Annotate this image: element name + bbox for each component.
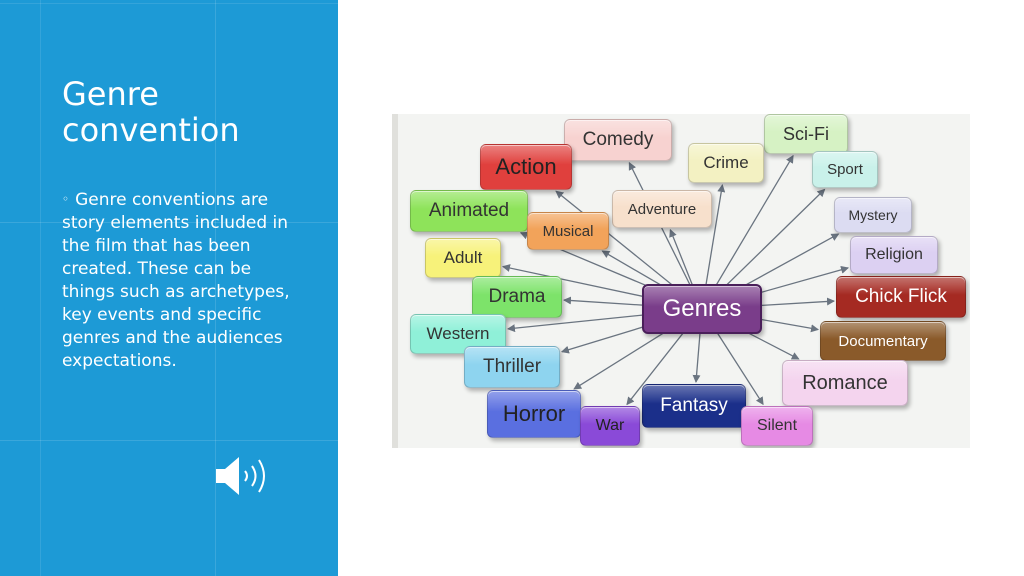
genre-node-chick-flick: Chick Flick [836, 276, 966, 318]
genre-label: Adult [443, 248, 483, 267]
bullet-marker: ◦ [62, 192, 70, 206]
genre-label: Drama [488, 286, 546, 307]
genre-node-fantasy: Fantasy [642, 384, 746, 428]
left-panel: Genre convention ◦Genre conventions are … [0, 0, 338, 576]
genre-label: Animated [428, 200, 510, 221]
genre-node-comedy: Comedy [564, 119, 672, 161]
genre-label: Romance [802, 371, 888, 394]
speaker-audio-icon[interactable] [212, 452, 274, 500]
genre-node-horror: Horror [487, 390, 581, 438]
genre-node-crime: Crime [688, 143, 764, 183]
genre-label: Fantasy [660, 395, 728, 416]
genre-node-western: Western [410, 314, 506, 354]
genre-label: War [595, 417, 625, 434]
genre-label: Western [426, 324, 490, 343]
genre-node-mystery: Mystery [834, 197, 912, 233]
genre-node-thriller: Thriller [464, 346, 560, 388]
genre-label: Adventure [627, 200, 697, 218]
genre-node-adventure: Adventure [612, 190, 712, 228]
genre-node-documentary: Documentary [820, 321, 946, 361]
genre-label: Sci-Fi [783, 123, 829, 144]
slide-body-text: ◦Genre conventions are story elements in… [62, 188, 302, 373]
genre-label: Documentary [838, 332, 928, 350]
genre-node-adult: Adult [425, 238, 501, 278]
genre-label: Comedy [582, 129, 654, 150]
genre-node-sport: Sport [812, 151, 878, 188]
genre-label: Sport [827, 161, 863, 178]
genre-node-drama: Drama [472, 276, 562, 318]
genre-node-animated: Animated [410, 190, 528, 232]
genre-node-romance: Romance [782, 360, 908, 406]
genre-label: Crime [703, 153, 749, 172]
genre-label: Mystery [848, 207, 898, 223]
genre-node-action: Action [480, 144, 572, 190]
genre-label: Religion [865, 246, 923, 263]
genre-node-war: War [580, 406, 640, 446]
genre-node-musical: Musical [527, 212, 609, 250]
genre-label: Action [495, 154, 557, 179]
genre-label: Horror [502, 401, 566, 426]
genre-label: Musical [542, 222, 594, 240]
genre-label: Chick Flick [855, 286, 947, 307]
genres-center-node: Genres [642, 284, 762, 334]
genre-node-silent: Silent [741, 406, 813, 446]
genre-node-sci-fi: Sci-Fi [764, 114, 848, 154]
genre-label: Silent [756, 417, 798, 434]
genres-center-label: Genres [662, 295, 742, 322]
genre-label: Thriller [482, 356, 542, 377]
slide-body-paragraph: Genre conventions are story elements inc… [62, 190, 290, 371]
genre-node-religion: Religion [850, 236, 938, 274]
slide-title-line-2: convention [62, 111, 240, 149]
slide-title-line-1: Genre [62, 75, 159, 113]
slide-title: Genre convention [62, 76, 322, 148]
